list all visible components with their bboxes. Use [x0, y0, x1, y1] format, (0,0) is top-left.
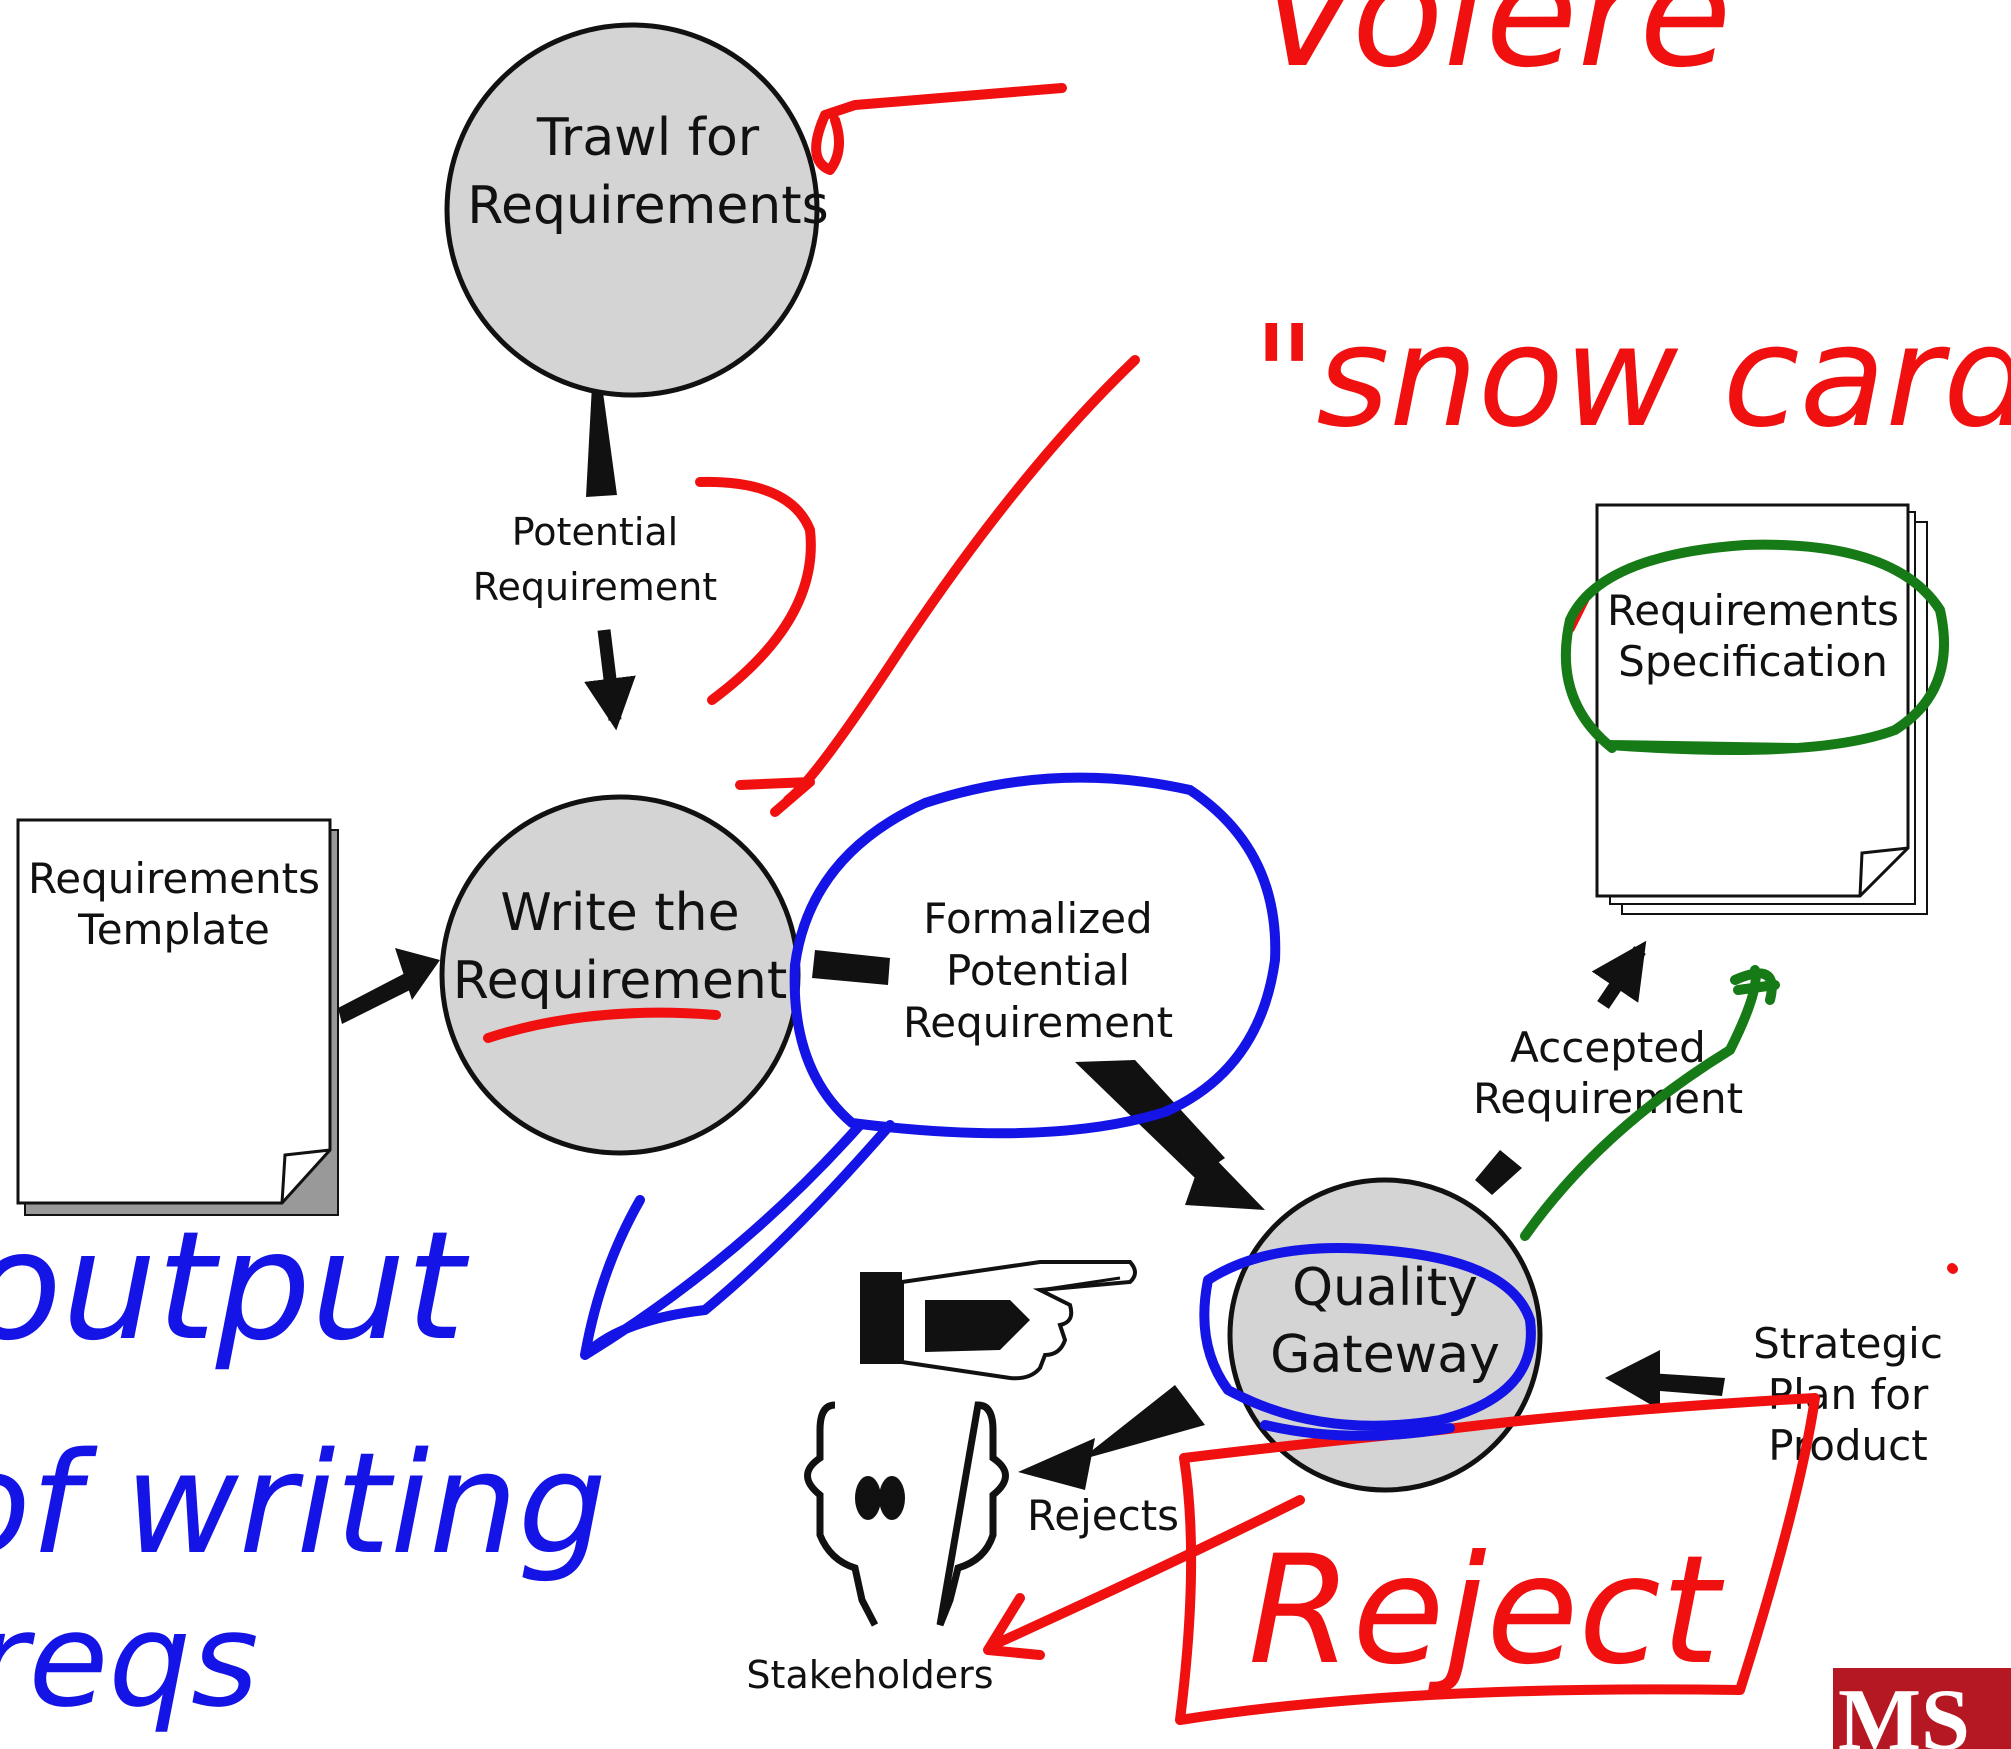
annotation-output-line1: output [0, 1200, 470, 1374]
process-trawl-label-line2: Requirements [467, 176, 829, 236]
flow-formalized-line1: Formalized [923, 894, 1152, 943]
blue-underline-gateway [1260, 1420, 1455, 1441]
blue-circle-formalized [789, 772, 1281, 1139]
pointing-hand-icon [860, 1260, 1137, 1381]
green-ink-annotations [1520, 539, 1949, 1241]
annotation-reject: Reject [1248, 1524, 1725, 1698]
red-arrow-to-stakeholders [983, 1495, 1305, 1660]
template-arrowhead [395, 948, 440, 1000]
logo-text: MS [1838, 1672, 1970, 1749]
process-gateway-label-line1: Quality [1292, 1258, 1478, 1318]
document-template-line2: Template [77, 905, 270, 954]
document-template-fold [280, 1148, 331, 1204]
process-write-label-line2: Requirement [453, 951, 787, 1011]
flow-potential-line1: Potential [512, 510, 678, 554]
annotation-output-line2: of writing [0, 1423, 607, 1586]
process-write: Write the Requirement [439, 794, 801, 1156]
document-specification-fold [1858, 846, 1909, 897]
flow-accepted-line2: Requirement [1473, 1074, 1743, 1123]
blue-ink-annotations [580, 772, 1536, 1441]
process-write-label-line1: Write the [500, 883, 739, 943]
document-specification-line2: Specification [1618, 637, 1888, 686]
red-dot [1947, 1263, 1958, 1274]
flow-strategic-label: Strategic Plan for Product [1753, 1319, 1943, 1470]
flow-gateway-to-rejects [1080, 1385, 1205, 1460]
flow-accepted-to-spec-arrow [1591, 940, 1647, 1009]
blue-arrow-left [580, 1120, 895, 1360]
flow-rejects-label: Rejects [1027, 1491, 1179, 1540]
flow-gateway-to-accepted [1475, 1150, 1522, 1195]
annotation-volere-line2: "snow card" [1252, 296, 2011, 459]
process-gateway: Quality Gateway [1227, 1177, 1543, 1493]
flow-potential-line2: Requirement [473, 565, 717, 609]
document-specification: Requirements Specification [1595, 503, 1928, 915]
document-specification-page [1595, 503, 1910, 898]
flow-potential-to-write-arrow [584, 629, 636, 731]
red-underline-requirement [483, 1007, 721, 1043]
process-trawl-label-line1: Trawl for [536, 108, 760, 168]
annotation-volere-line1: Volere [1258, 0, 1732, 101]
process-gateway-label-line2: Gateway [1270, 1325, 1500, 1385]
flow-formalized-line2: Potential [946, 946, 1130, 995]
flow-strategic-line1: Strategic [1753, 1319, 1943, 1368]
document-specification-line1: Requirements [1607, 586, 1899, 635]
flow-accepted-line1: Accepted [1510, 1023, 1706, 1072]
flow-trawl-to-potential [586, 385, 617, 497]
gateway-in-arrowhead [1185, 1148, 1265, 1210]
annotation-output-line3: reqs [0, 1584, 259, 1736]
flow-strategic-line3: Product [1768, 1421, 1927, 1470]
flow-formalized-label: Formalized Potential Requirement [903, 894, 1173, 1047]
stakeholder-icon [804, 1401, 1009, 1627]
flow-write-to-formalized [812, 950, 890, 985]
red-arrow-to-write [735, 355, 1140, 817]
flow-accepted-label: Accepted Requirement [1473, 1023, 1743, 1123]
flow-formalized-line3: Requirement [903, 998, 1173, 1047]
rejects-arrowhead [1018, 1438, 1095, 1490]
actor-stakeholders-label: Stakeholders [746, 1653, 993, 1697]
red-reject-box [1175, 1393, 1820, 1725]
red-arrow-to-trawl [811, 83, 1067, 175]
process-trawl: Trawl for Requirements [444, 22, 829, 398]
red-bracket-potential [695, 476, 816, 705]
flow-template-to-write-arrow [338, 968, 420, 1024]
document-template-page [16, 818, 332, 1205]
university-logo: MS [1833, 1668, 2011, 1749]
document-template-line1: Requirements [28, 854, 320, 903]
strategic-arrowhead [1605, 1350, 1660, 1410]
flow-strategic-to-gateway [1648, 1373, 1725, 1396]
process-trawl-bubble [444, 22, 820, 398]
blue-circle-gateway [1199, 1243, 1536, 1431]
flow-potential-label: Potential Requirement [473, 510, 717, 609]
green-circle-spec [1560, 539, 1949, 755]
document-template: Requirements Template [16, 818, 339, 1216]
green-line-gateway-to-spec [1520, 965, 1780, 1241]
